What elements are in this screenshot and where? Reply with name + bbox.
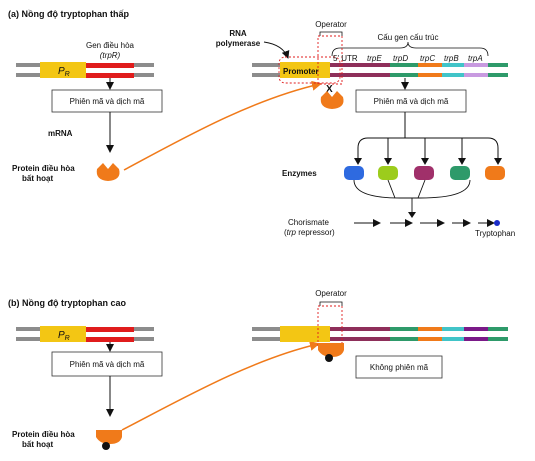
translate-box-a-label: Phiên mã và dịch mã [70,97,145,106]
rna-polymerase-label-1: RNA [229,29,247,38]
inactive-repressor-a [96,163,120,181]
regulator-dna-a [16,62,154,78]
trpB-a [442,63,464,67]
repressor-bound-operator-b [318,343,344,362]
operator-label-a: Operator [315,20,347,29]
enzymes-label: Enzymes [282,169,317,178]
no-transcription-label: Không phiên mã [370,363,429,372]
trpD-a [390,63,418,67]
arrow-repressor-to-operator-a [123,80,322,171]
panel-a-title: (a) Nồng độ tryptophan thấp [8,9,129,19]
trpR-gene-b [86,327,134,332]
active-repressor-b [96,430,122,450]
gene-label-trpC: trpC [420,54,435,63]
rna-polymerase-label-2: polymerase [216,39,261,48]
enzyme-3 [414,166,434,180]
utr-trpE-b [330,327,390,331]
protein-label-a-2: bất hoạt [22,174,53,183]
regulator-dna-b [16,326,154,342]
mrna-label: mRNA [48,129,73,138]
protein-label-b-1: Protein điều hòa [12,430,75,439]
promoter-b [280,326,330,342]
trpA-a [464,63,488,67]
regulator-gene-name: (trpR) [100,51,121,60]
arrow-repressor-to-operator-b [121,340,320,431]
promoter-label-a: Promoter [283,67,319,76]
regulator-gene-label: Gen điều hòa [86,41,135,50]
translate-box-b-label: Phiên mã và dịch mã [70,360,145,369]
operon-dna-b [252,326,508,342]
blocked-mark: X [326,84,333,95]
structural-genes-label: Cấu gen cấu trúc [378,33,439,42]
translate-box-a [51,89,163,113]
tryptophan-label: Tryptophan [475,229,515,238]
pr-label-a: PR [58,66,70,78]
gene-label-trpD: trpD [393,54,408,63]
translate-box-b [51,351,163,377]
protein-label-a-1: Protein điều hòa [12,164,75,173]
trpB-b [442,327,464,331]
utr-trpE-a [330,63,390,67]
promoter-a [280,62,330,78]
repressor-at-operator-a [320,91,344,109]
gene-label-trpE: trpE [367,54,382,63]
tryptophan-dot [494,220,500,226]
gene-label-trpA: trpA [468,54,483,63]
promoter-pr-b [40,326,86,342]
enzyme-1 [344,166,364,180]
no-transcription-box [355,355,443,379]
enzyme-4 [450,166,470,180]
gene-label-trpB: trpB [444,54,459,63]
enzyme-2 [378,166,398,180]
trpA-b [464,327,488,331]
protein-label-b-2: bất hoạt [22,440,53,449]
operon-translate-box [355,89,467,113]
panel-b-title: (b) Nồng độ tryptophan cao [8,298,126,308]
operator-highlight-a [317,35,343,85]
trp-repressor-label: (trp repressor) [284,228,335,237]
promoter-pr-a [40,62,86,78]
operon-translate-label: Phiên mã và dịch mã [374,97,449,106]
operator-label-b: Operator [315,289,347,298]
trpR-gene-a [86,63,134,68]
chorismate-label: Chorismate [288,218,329,227]
trpC-a [418,63,442,67]
enzyme-converge-lines [353,179,471,212]
pr-label-b: PR [58,330,70,342]
enzyme-5 [485,166,505,180]
promoter-highlight [278,56,341,84]
operon-dna-a [252,62,508,78]
utr-label: 5' UTR [333,54,358,63]
trpD-b [390,327,418,331]
trpC-b [418,327,442,331]
enzyme-arrows [357,112,499,160]
